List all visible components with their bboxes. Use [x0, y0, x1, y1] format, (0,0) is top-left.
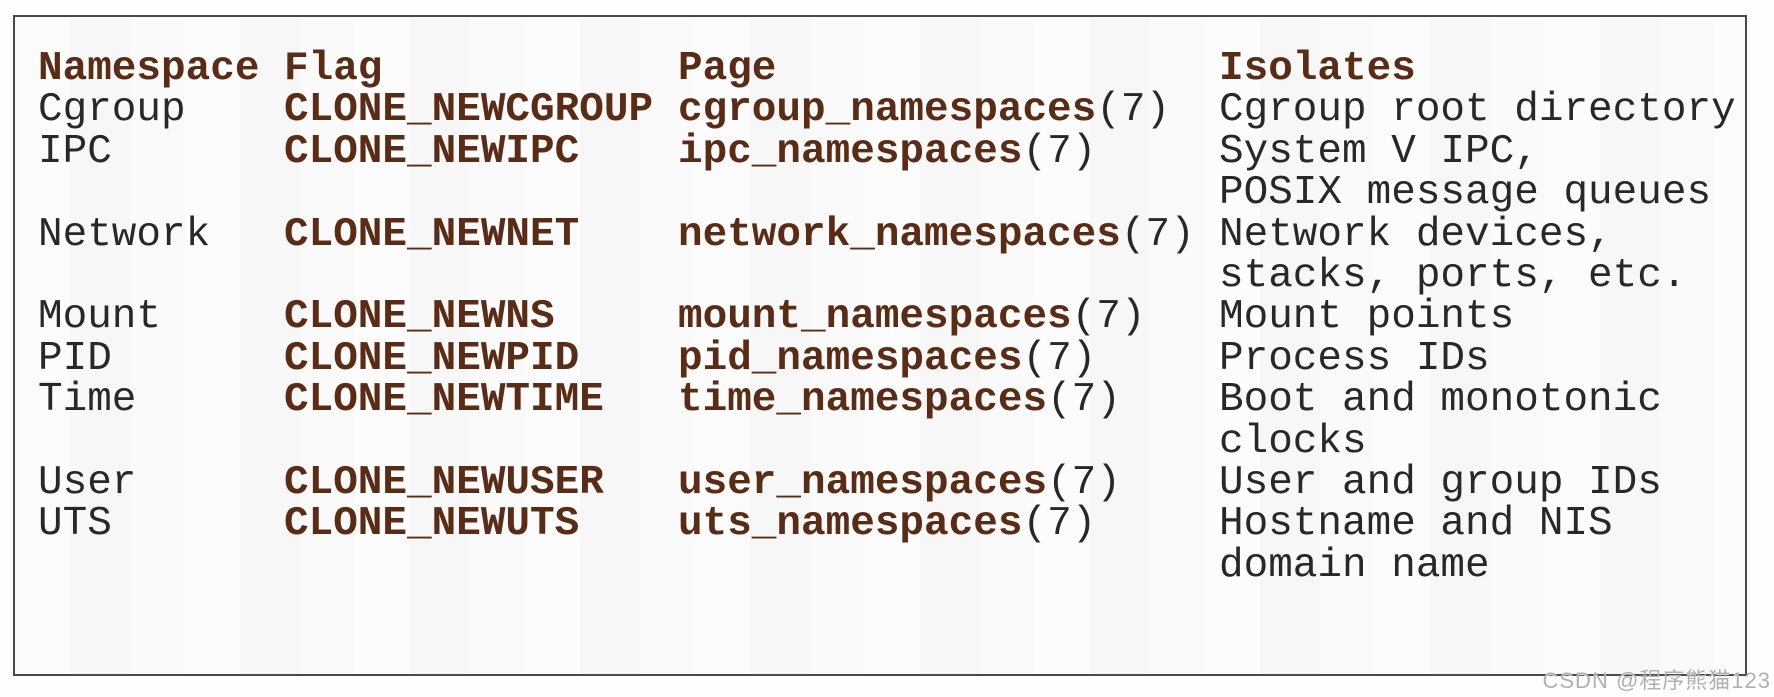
table-row-namespace: Cgroup — [38, 87, 186, 134]
table-row-flag: CLONE_NEWNET — [284, 211, 580, 258]
page-name: pid_namespaces — [678, 335, 1023, 382]
page-name: network_namespaces — [678, 211, 1121, 258]
csdn-watermark: CSDN @程序熊猫123 — [1542, 668, 1771, 693]
table-row-page: ipc_namespaces(7) — [678, 128, 1219, 215]
namespaces-table: Namespace Flag Page Isolates Cgroup CLON… — [38, 46, 1745, 587]
table-row-isolates: Mount points — [1219, 294, 1745, 341]
col-header-namespace: Namespace — [38, 46, 260, 92]
table-row-page: mount_namespaces(7) — [678, 297, 1219, 338]
isolates-line: POSIX message queues — [1219, 170, 1712, 217]
table-row-flag: CLONE_NEWIPC — [284, 128, 580, 175]
page-section: (7) — [1120, 211, 1195, 258]
table-row-namespace: Mount — [38, 294, 162, 341]
page-section: (7) — [1022, 501, 1097, 548]
table-row-page: cgroup_namespaces(7) — [678, 90, 1219, 131]
table-row-flag: CLONE_NEWUTS — [284, 501, 580, 548]
isolates-line: domain name — [1219, 542, 1490, 589]
table-row-isolates: Cgroup root directory — [1219, 87, 1745, 134]
table-row-isolates: User and group IDs — [1219, 460, 1745, 507]
table-row-namespace: UTS — [38, 501, 112, 548]
page-section: (7) — [1071, 294, 1146, 341]
isolates-line: clocks — [1219, 418, 1367, 465]
isolates-line: Cgroup root directory — [1219, 87, 1736, 134]
table-row-namespace: Time — [38, 377, 137, 424]
col-header-flag: Flag — [284, 46, 383, 92]
table-row-flag: CLONE_NEWUSER — [284, 460, 604, 507]
page-name: cgroup_namespaces — [678, 87, 1097, 134]
page-name: ipc_namespaces — [678, 128, 1023, 175]
isolates-line: Network devices, — [1219, 211, 1613, 258]
page-name: user_namespaces — [678, 460, 1048, 507]
table-row-isolates: Process IDs — [1219, 335, 1745, 382]
table-row-flag: CLONE_NEWTIME — [284, 377, 604, 424]
table-row-flag: CLONE_NEWNS — [284, 294, 555, 341]
page-name: time_namespaces — [678, 377, 1048, 424]
table-row-page: user_namespaces(7) — [678, 460, 1219, 507]
page-section: (7) — [1047, 460, 1121, 507]
table-row-page: network_namespaces(7) — [678, 211, 1219, 298]
table-row-page: time_namespaces(7) — [678, 380, 1219, 463]
isolates-line: User and group IDs — [1219, 460, 1662, 507]
page-name: mount_namespaces — [678, 294, 1072, 341]
namespaces-table-panel: Namespace Flag Page Isolates Cgroup CLON… — [13, 15, 1747, 676]
isolates-line: Hostname and NIS — [1219, 501, 1613, 548]
page-name: uts_namespaces — [678, 501, 1023, 548]
table-row-isolates: System V IPC,POSIX message queues — [1219, 128, 1745, 217]
isolates-line: stacks, ports, etc. — [1219, 253, 1687, 300]
isolates-line: System V IPC, — [1219, 128, 1539, 175]
page-section: (7) — [1096, 87, 1171, 134]
table-row-page: uts_namespaces(7) — [678, 504, 1219, 587]
page-section: (7) — [1022, 335, 1097, 382]
table-row-namespace: Network — [38, 211, 211, 258]
isolates-line: Boot and monotonic — [1219, 377, 1662, 424]
table-row-page: pid_namespaces(7) — [678, 335, 1219, 382]
col-header-page: Page — [678, 46, 777, 92]
table-row-flag: CLONE_NEWPID — [284, 335, 580, 382]
table-row-namespace: User — [38, 460, 137, 507]
page-section: (7) — [1047, 377, 1121, 424]
table-row-isolates: Network devices,stacks, ports, etc. — [1219, 211, 1745, 300]
col-header-isolates: Isolates — [1219, 46, 1416, 92]
isolates-line: Process IDs — [1219, 335, 1490, 382]
table-row-namespace: PID — [38, 335, 112, 382]
table-row-flag: CLONE_NEWCGROUP — [284, 87, 654, 134]
page-section: (7) — [1022, 128, 1097, 175]
table-row-namespace: IPC — [38, 128, 112, 175]
isolates-line: Mount points — [1219, 294, 1515, 341]
